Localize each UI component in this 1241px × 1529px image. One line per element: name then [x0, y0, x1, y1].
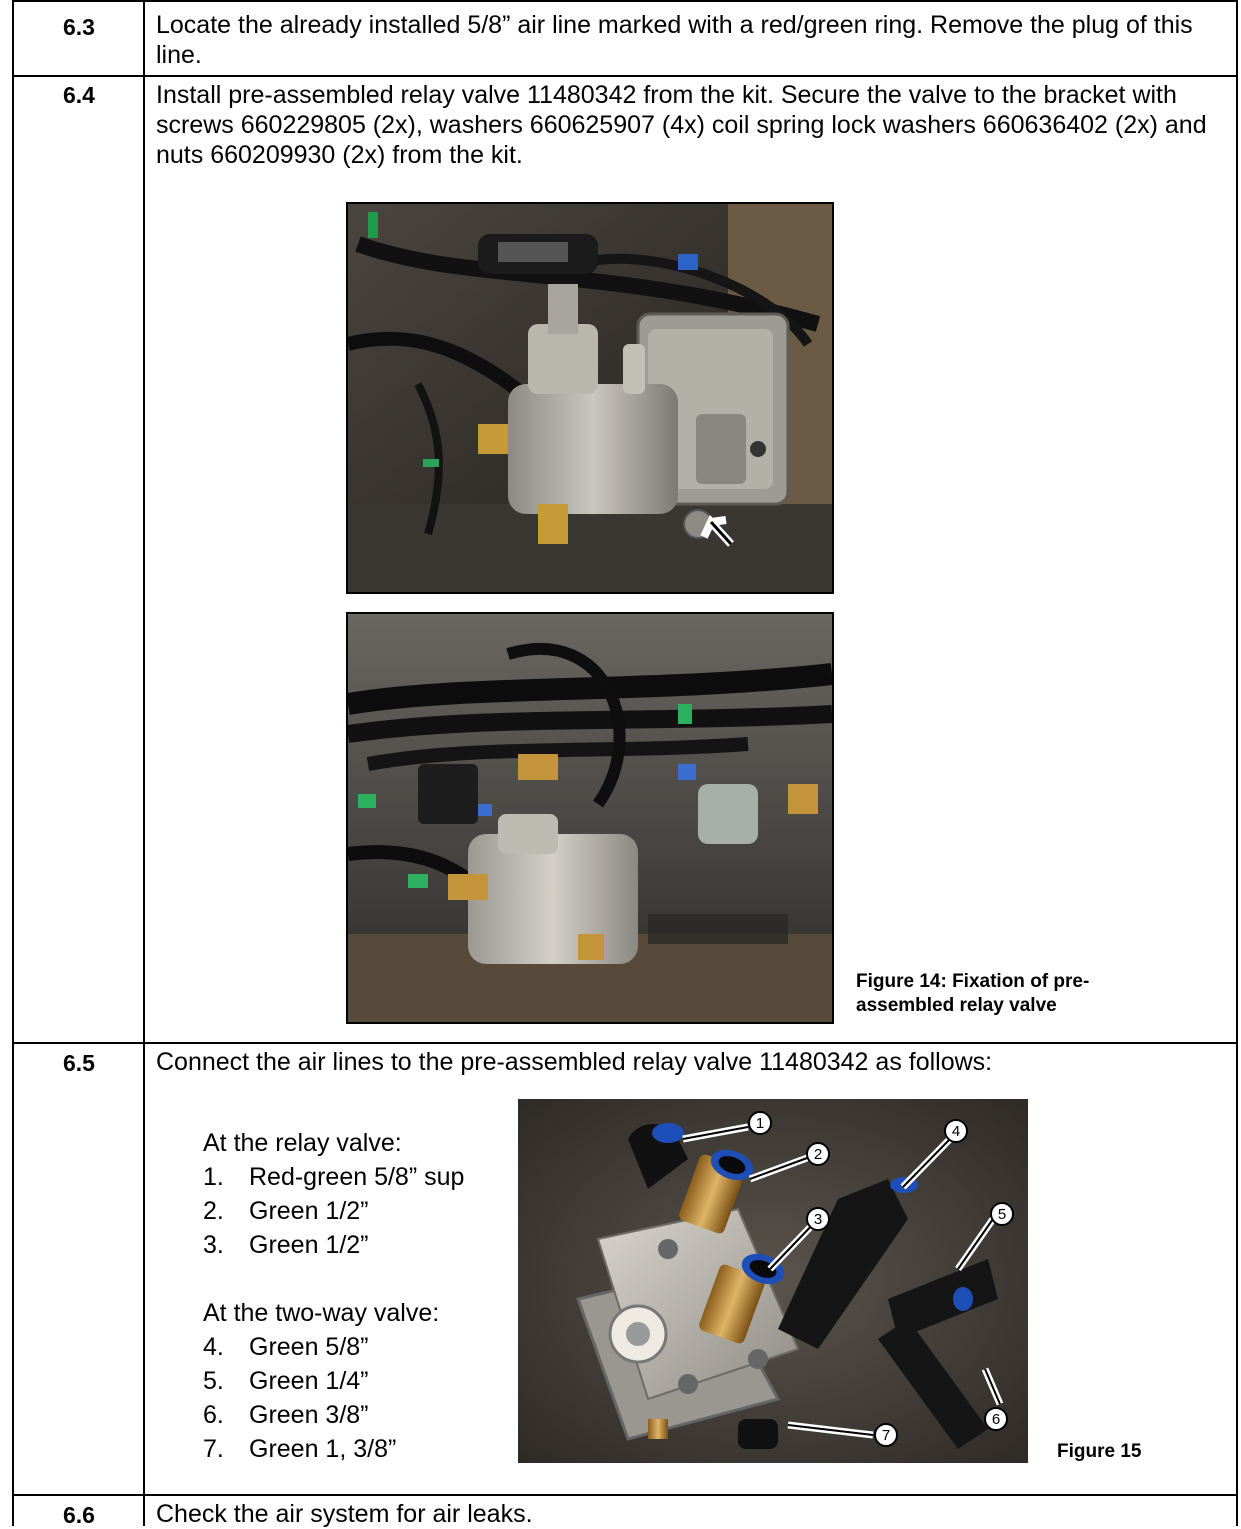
valve-connections-illustration: 1 2 3 4 5 6 7 [518, 1099, 1028, 1463]
list-item: 5.Green 1/4” [203, 1367, 369, 1395]
table-border-top [12, 0, 1238, 2]
step-text-6-6: Check the air system for air leaks. [156, 1500, 533, 1528]
callout-5: 5 [998, 1206, 1006, 1223]
figure-15-caption: Figure 15 [1057, 1441, 1142, 1462]
list-item: 7.Green 1, 3/8” [203, 1435, 397, 1463]
step-text-6-5: Connect the air lines to the pre-assembl… [156, 1048, 993, 1076]
list-item: 4.Green 5/8” [203, 1333, 369, 1361]
table-border-right [1236, 0, 1238, 1526]
callout-3: 3 [814, 1211, 822, 1228]
list-item: 2.Green 1/2” [203, 1197, 369, 1225]
two-way-valve-heading: At the two-way valve: [203, 1299, 440, 1327]
callout-6: 6 [992, 1411, 1000, 1428]
callout-7: 7 [882, 1427, 890, 1444]
step-text-6-4: Install pre-assembled relay valve 114803… [156, 81, 1207, 169]
row-divider-6-5 [12, 1042, 1238, 1044]
relay-valve-installed-photo [346, 612, 834, 1024]
step-number-6-3: 6.3 [63, 14, 95, 40]
step-number-6-6: 6.6 [63, 1502, 95, 1528]
callout-1: 1 [756, 1115, 764, 1132]
relay-valve-connection-list: At the relay valve: 1.Red-green 5/8” sup… [203, 1126, 523, 1466]
step-number-6-5: 6.5 [63, 1050, 95, 1076]
table-border-left [12, 0, 14, 1526]
callout-4: 4 [952, 1123, 960, 1140]
row-divider-6-6 [12, 1494, 1238, 1496]
step-number-6-4: 6.4 [63, 82, 95, 108]
list-item: 6.Green 3/8” [203, 1401, 369, 1429]
table-column-divider [143, 0, 145, 1526]
relay-valve-heading: At the relay valve: [203, 1129, 402, 1157]
relay-valve-bracket-photo [346, 202, 834, 594]
callout-2: 2 [814, 1146, 822, 1163]
relay-valve-installed-illustration [348, 614, 832, 1022]
list-item: 3.Green 1/2” [203, 1231, 369, 1259]
row-divider-6-4 [12, 75, 1238, 77]
figure-14-caption: Figure 14: Fixation of pre-assembled rel… [856, 971, 1090, 1016]
relay-valve-bracket-illustration [348, 204, 832, 592]
valve-connections-photo: 1 2 3 4 5 6 7 [518, 1099, 1028, 1463]
step-text-6-3: Locate the already installed 5/8” air li… [156, 11, 1193, 69]
list-item: 1.Red-green 5/8” sup [203, 1163, 465, 1191]
